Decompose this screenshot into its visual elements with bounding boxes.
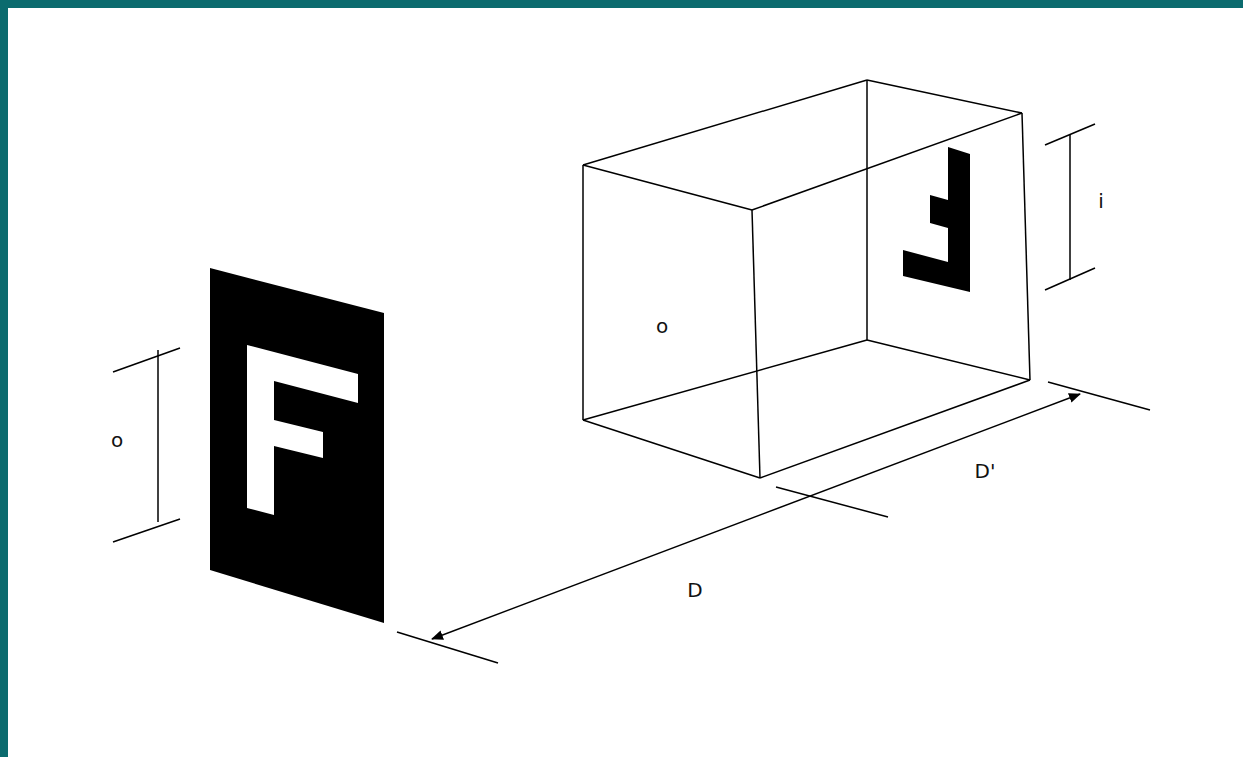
frame-bar [0,0,1243,8]
frame-bar [0,0,8,757]
camera-box [583,80,1030,478]
inverted-image [903,147,970,292]
image-dimension [1045,124,1095,290]
object-board [210,268,384,623]
dimension-label: D' [975,461,996,481]
distance-dimension [397,382,1150,663]
dimension-label: i [1098,191,1104,211]
dimension-label: o [111,430,123,450]
dimension-label: D [687,580,702,600]
dimension-label: o [656,316,668,336]
